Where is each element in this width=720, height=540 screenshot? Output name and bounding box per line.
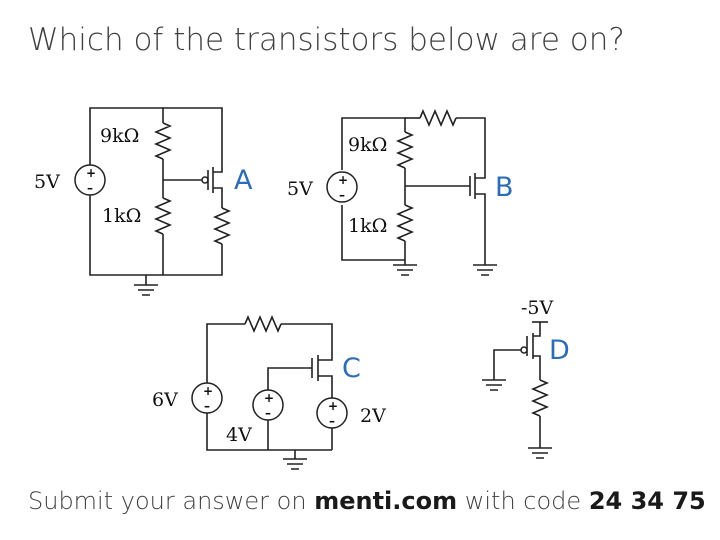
- circuit-b: + – 5V 9kΩ 1kΩ B: [287, 108, 514, 276]
- label-1k-a: 1kΩ: [102, 205, 141, 227]
- label-9k-a: 9kΩ: [100, 125, 139, 147]
- label-neg5v: -5V: [521, 297, 554, 319]
- label-1k-b: 1kΩ: [348, 215, 387, 237]
- circuit-a: + – 5V 9kΩ 1kΩ A: [34, 107, 253, 296]
- transistor-label-a: A: [234, 165, 253, 196]
- footer-site-link[interactable]: menti.com: [314, 487, 458, 515]
- resistor-d: [530, 379, 550, 417]
- svg-text:–: –: [329, 414, 335, 428]
- svg-text:–: –: [204, 399, 210, 413]
- resistor-1k-a: [153, 197, 173, 235]
- transistor-label-c: C: [342, 353, 361, 384]
- footer-code: 24 34 75: [588, 487, 706, 515]
- voltage-source-b: [326, 171, 358, 203]
- ground-icon: [528, 447, 552, 459]
- footer-instructions: Submit your answer on menti.com with cod…: [28, 487, 706, 515]
- ground-icon: [134, 284, 158, 296]
- footer-middle: with code: [457, 487, 589, 515]
- resistor-load-a: [212, 207, 232, 245]
- svg-text:–: –: [265, 406, 271, 420]
- gate-bubble-a: [201, 176, 209, 184]
- gate-bubble-d: [520, 346, 528, 354]
- label-6v: 6V: [152, 389, 178, 411]
- voltage-source-c-6v: [191, 382, 223, 414]
- voltage-source-c-4v: [252, 389, 284, 421]
- svg-text:+: +: [328, 399, 338, 413]
- transistor-label-b: B: [495, 172, 514, 203]
- ground-icon: [283, 458, 307, 470]
- voltage-source-a: [74, 164, 106, 196]
- svg-text:–: –: [339, 188, 345, 202]
- label-5v-a: 5V: [34, 171, 60, 193]
- circuit-c: + – + – + – 6V 4V 2V C: [152, 314, 386, 470]
- svg-text:+: +: [86, 166, 96, 180]
- label-5v-b: 5V: [287, 178, 313, 200]
- ground-icon: [482, 379, 506, 391]
- svg-text:+: +: [338, 173, 348, 187]
- label-9k-b: 9kΩ: [348, 134, 387, 156]
- svg-text:+: +: [264, 391, 274, 405]
- svg-text:+: +: [203, 384, 213, 398]
- svg-text:–: –: [87, 181, 93, 195]
- circuit-d: -5V D: [482, 297, 570, 459]
- resistor-1k-b: [395, 204, 415, 242]
- label-2v: 2V: [360, 405, 386, 427]
- ground-icon: [473, 264, 497, 276]
- transistor-label-d: D: [549, 335, 570, 366]
- resistor-9k-a: [153, 122, 173, 160]
- resistor-top-b: [419, 108, 457, 128]
- resistor-9k-b: [395, 131, 415, 169]
- ground-icon: [393, 264, 417, 276]
- question-title: Which of the transistors below are on?: [28, 22, 625, 58]
- footer-prefix: Submit your answer on: [28, 487, 315, 515]
- label-4v: 4V: [226, 424, 252, 446]
- resistor-top-c: [244, 314, 282, 334]
